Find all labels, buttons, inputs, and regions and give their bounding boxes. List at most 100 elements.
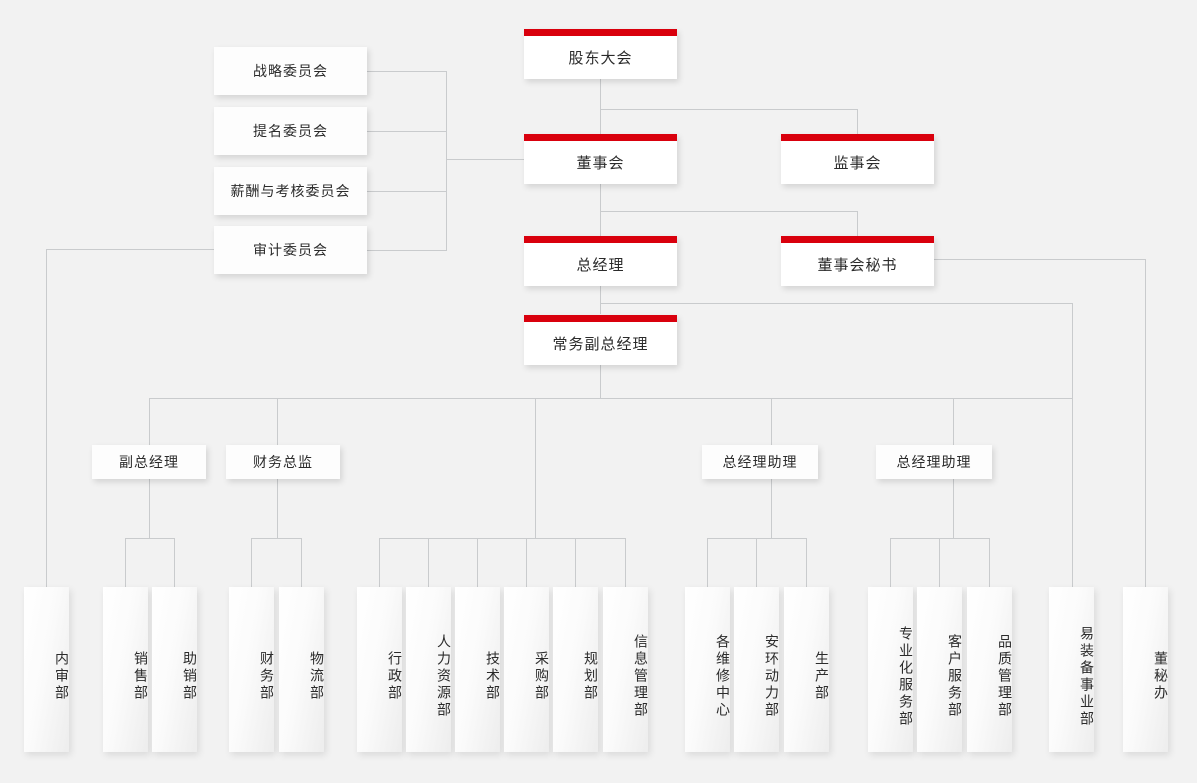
dept-label: 董秘办 — [1153, 651, 1169, 702]
manager-box-vice-gm[interactable]: 副总经理 — [92, 445, 206, 479]
connector-board-down-b — [600, 184, 601, 211]
connector-board-down-a — [600, 109, 601, 134]
dept-label: 规划部 — [583, 651, 599, 702]
committee-box-strategy[interactable]: 战略委员会 — [214, 47, 367, 95]
connector-audit-to-left-rail — [46, 249, 216, 250]
connector-dept-technology — [477, 538, 478, 587]
manager-box-gm-assistant-2[interactable]: 总经理助理 — [876, 445, 992, 479]
dept-box-finance[interactable]: 财务部 — [229, 587, 275, 752]
dept-label: 内审部 — [54, 651, 70, 702]
dept-box-professional-service[interactable]: 专业化服务部 — [868, 587, 914, 752]
connector-gm-right-down — [1072, 303, 1073, 398]
connector-secretary-to-rail — [933, 259, 1145, 260]
connector-drop-vp — [149, 398, 150, 445]
committee-label: 战略委员会 — [253, 63, 328, 79]
connector-vp-sales-support — [174, 538, 175, 587]
connector-vp-bar — [125, 538, 174, 539]
dept-label: 专业化服务部 — [898, 625, 914, 728]
connector-board-supervisor-bar — [600, 109, 858, 110]
connector-supervisor-down — [857, 109, 858, 134]
connector-asst1-down — [771, 479, 772, 538]
connector-committee-strategy — [367, 71, 447, 72]
connector-drop-asst1 — [771, 398, 772, 445]
dept-label: 生产部 — [814, 651, 830, 702]
committee-box-nomination[interactable]: 提名委员会 — [214, 107, 367, 155]
connector-asst1-safety — [756, 538, 757, 587]
dept-box-planning[interactable]: 规划部 — [553, 587, 599, 752]
connector-dept-administration — [379, 538, 380, 587]
connector-asst2-proservice — [890, 538, 891, 587]
dept-label: 财务部 — [259, 651, 275, 702]
exec-label: 常务副总经理 — [552, 336, 649, 353]
dept-label: 销售部 — [133, 651, 149, 702]
connector-dept-procurement — [526, 538, 527, 587]
committee-box-audit[interactable]: 审计委员会 — [214, 226, 367, 274]
connector-execvp-down — [600, 365, 601, 398]
dept-label: 信息管理部 — [633, 634, 649, 719]
exec-label: 董事会秘书 — [817, 257, 898, 274]
manager-box-cfo[interactable]: 财务总监 — [226, 445, 340, 479]
dept-box-procurement[interactable]: 采购部 — [504, 587, 550, 752]
connector-vp-sales — [125, 538, 126, 587]
dept-box-safety-power[interactable]: 安环动力部 — [734, 587, 780, 752]
dept-box-logistics[interactable]: 物流部 — [279, 587, 325, 752]
connector-asst2-quality — [989, 538, 990, 587]
connector-drop-equipment-bu — [1072, 398, 1073, 587]
connector-manager-bar — [149, 398, 1073, 399]
connector-cfo-logistics — [301, 538, 302, 587]
manager-box-gm-assistant-1[interactable]: 总经理助理 — [702, 445, 818, 479]
connector-committee-rail — [446, 71, 447, 251]
dept-box-production[interactable]: 生产部 — [784, 587, 830, 752]
exec-box-board[interactable]: 董事会 — [524, 134, 677, 184]
exec-box-general-manager[interactable]: 总经理 — [524, 236, 677, 286]
connector-drop-cfo — [277, 398, 278, 445]
connector-committee-nomination — [367, 131, 447, 132]
exec-box-supervisors[interactable]: 监事会 — [781, 134, 934, 184]
connector-left-rail — [46, 249, 47, 587]
dept-label: 各维修中心 — [715, 634, 731, 719]
exec-box-board-secretary[interactable]: 董事会秘书 — [781, 236, 934, 286]
dept-box-quality-management[interactable]: 品质管理部 — [967, 587, 1013, 752]
dept-box-sales-support[interactable]: 助销部 — [152, 587, 198, 752]
dept-box-technology[interactable]: 技术部 — [455, 587, 501, 752]
dept-label: 采购部 — [534, 651, 550, 702]
dept-box-maintenance[interactable]: 各维修中心 — [685, 587, 731, 752]
connector-drop-asst2 — [953, 398, 954, 445]
manager-label: 财务总监 — [253, 454, 313, 470]
committee-label: 提名委员会 — [253, 123, 328, 139]
connector-cfo-finance — [251, 538, 252, 587]
dept-box-equipment-business-unit[interactable]: 易装备事业部 — [1049, 587, 1095, 752]
manager-label: 总经理助理 — [722, 454, 798, 470]
connector-asst2-customer — [939, 538, 940, 587]
dept-label: 物流部 — [309, 651, 325, 702]
exec-box-shareholders[interactable]: 股东大会 — [524, 29, 677, 79]
dept-box-human-resources[interactable]: 人力资源部 — [406, 587, 452, 752]
dept-label: 行政部 — [387, 651, 403, 702]
connector-asst1-production — [806, 538, 807, 587]
exec-label: 股东大会 — [568, 50, 633, 67]
connector-asst2-down — [953, 479, 954, 538]
committee-box-compensation[interactable]: 薪酬与考核委员会 — [214, 167, 367, 215]
dept-box-sales[interactable]: 销售部 — [103, 587, 149, 752]
dept-box-info-management[interactable]: 信息管理部 — [603, 587, 649, 752]
connector-cfo-down — [277, 479, 278, 538]
committee-label: 薪酬与考核委员会 — [230, 183, 351, 199]
connector-exec-dept-bar — [379, 538, 625, 539]
dept-box-customer-service[interactable]: 客户服务部 — [917, 587, 963, 752]
dept-label: 技术部 — [485, 651, 501, 702]
connector-secretary-down — [857, 211, 858, 236]
dept-label: 易装备事业部 — [1079, 625, 1095, 728]
connector-asst1-maintenance — [707, 538, 708, 587]
dept-box-internal-audit[interactable]: 内审部 — [24, 587, 70, 752]
manager-label: 副总经理 — [119, 454, 179, 470]
connector-gm-to-execvp — [600, 286, 601, 314]
dept-label: 助销部 — [182, 651, 198, 702]
connector-shareholders-down — [600, 79, 601, 109]
connector-drop-admin-group — [535, 398, 536, 538]
connector-gm-secretary-bar — [600, 211, 858, 212]
exec-box-executive-vp[interactable]: 常务副总经理 — [524, 315, 677, 365]
dept-box-board-secretary-office[interactable]: 董秘办 — [1123, 587, 1169, 752]
dept-box-administration[interactable]: 行政部 — [357, 587, 403, 752]
exec-label: 董事会 — [576, 155, 625, 172]
